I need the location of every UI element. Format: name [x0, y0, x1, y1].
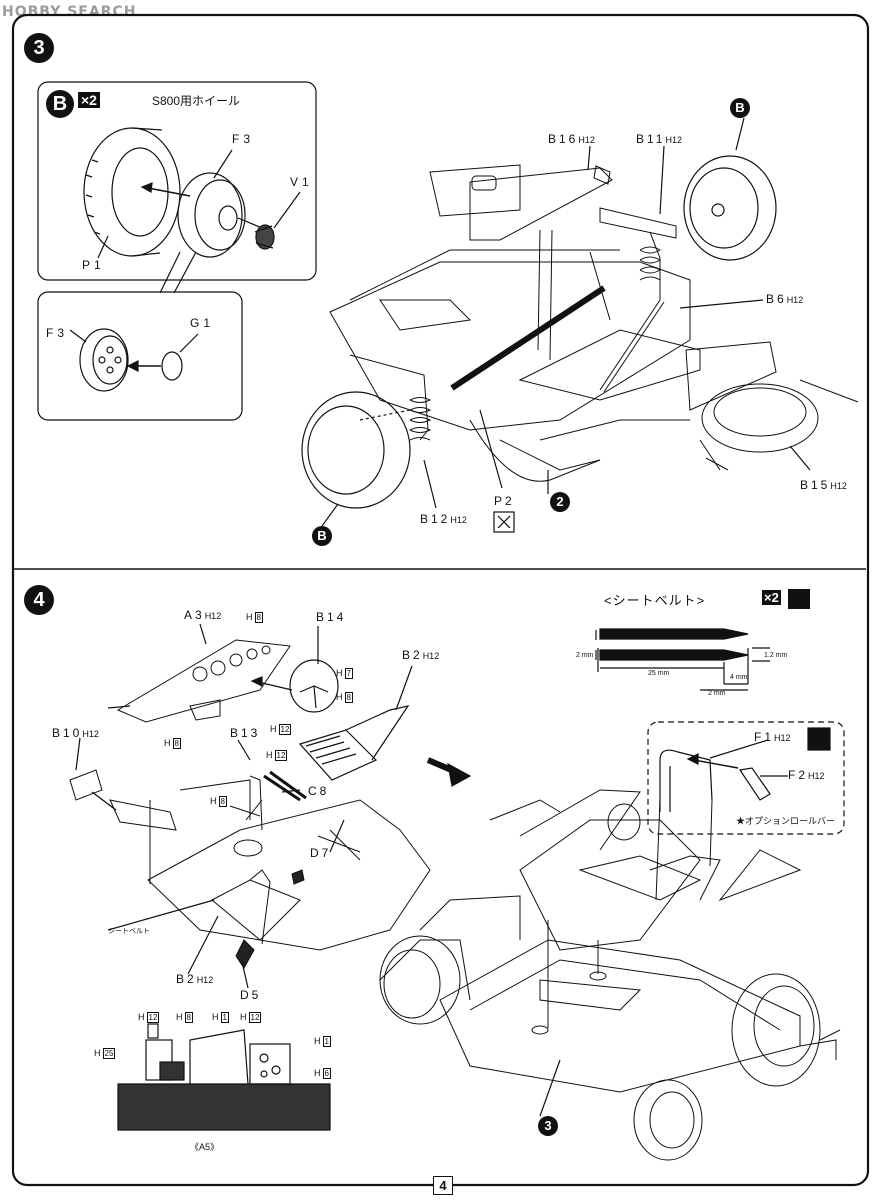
part-b2-bottom-label: B2H12: [176, 972, 214, 986]
rollbar-drawing: [659, 749, 771, 812]
page-frame: [11, 13, 870, 1187]
part-p1-label: P1: [82, 258, 105, 272]
step2-ref-badge: 2: [550, 492, 570, 512]
front-tire-drawing: [301, 391, 411, 509]
part-f2-label: F2H12: [788, 768, 825, 782]
seat-top-drawing: [298, 705, 410, 781]
wheel-box-multiplier: ×2: [78, 92, 100, 108]
assembly-arrow: [447, 762, 472, 787]
wheel-box-title: S800用ホイール: [152, 94, 241, 108]
cap-v1-drawing: [254, 224, 275, 250]
a5-panel-drawing: [117, 1023, 331, 1131]
part-f3-label: F3: [232, 132, 255, 146]
part-b10-label: B10H12: [52, 726, 99, 740]
part-b13-label: B13: [230, 726, 261, 740]
rollbar-icon: [807, 727, 831, 751]
step4-badge: 4: [24, 585, 54, 615]
seatbelt-strips: [597, 628, 770, 691]
part-b16-label: B16H12: [548, 132, 595, 146]
part-v1-label: V1: [290, 175, 313, 189]
part-f1-label: F1H12: [754, 730, 791, 744]
step3-ref-badge: 3: [538, 1116, 558, 1136]
b-ref-badge-bottom: B: [312, 526, 332, 546]
car-assembly-drawing: [379, 789, 841, 1161]
part-a3-label: A3H12: [184, 608, 222, 622]
part-f3-cap-label: F3: [46, 326, 69, 340]
part-b11-label: B11H12: [636, 132, 682, 146]
wheel-f3-drawing: [177, 172, 263, 258]
seatbelt-dim-12mm: 1.2 mm: [764, 652, 788, 659]
steering-wheel-drawing: [250, 659, 339, 713]
seatbelt-dim-2mm: 2 mm: [576, 652, 594, 659]
p2-icon: [493, 511, 515, 533]
floor-pan-left-drawing: [69, 769, 431, 969]
part-c8-label: C8: [308, 784, 330, 798]
part-b2-top-label: B2H12: [402, 648, 440, 662]
seatbelt-dim-2mm-b: 2 mm: [708, 690, 726, 697]
rollbar-note: ★オプションロールバー: [736, 816, 836, 826]
part-d5-label: D5: [240, 988, 262, 1002]
part-b12-label: B12H12: [420, 512, 467, 526]
seatbelt-dim-4mm: 4 mm: [730, 674, 748, 681]
a5-label: 《A5》: [190, 1142, 220, 1152]
paint-icon: [788, 589, 810, 609]
b10-part: [69, 769, 103, 801]
part-b15-label: B15H12: [800, 478, 847, 492]
seatbelt-multiplier: ×2: [762, 590, 781, 605]
wheel-box: [37, 81, 317, 281]
seatbelt-dim-25mm: 25 mm: [648, 670, 670, 677]
part-p2-label: P2: [494, 494, 515, 508]
wheel-box-badge: B: [46, 90, 74, 118]
rear-tire-drawing: [683, 155, 777, 261]
seatbelt-callout: シートベルト: [108, 928, 150, 935]
part-b6-label: B6H12: [766, 292, 804, 306]
part-d7-label: D7: [310, 846, 332, 860]
page-number: 4: [433, 1176, 453, 1195]
seatbelt-title: <シートベルト>: [604, 593, 706, 608]
step3-badge: 3: [24, 33, 54, 63]
cap-g1-drawing: [126, 351, 183, 381]
chassis-drawing: [329, 164, 859, 482]
cap-box: [37, 291, 243, 421]
wheel-f3-small-drawing: [79, 328, 129, 392]
part-b14-label: B14: [316, 610, 347, 624]
b-ref-badge-top: B: [730, 98, 750, 118]
dashboard-drawing: [116, 639, 291, 723]
part-g1-label: G1: [190, 316, 215, 330]
